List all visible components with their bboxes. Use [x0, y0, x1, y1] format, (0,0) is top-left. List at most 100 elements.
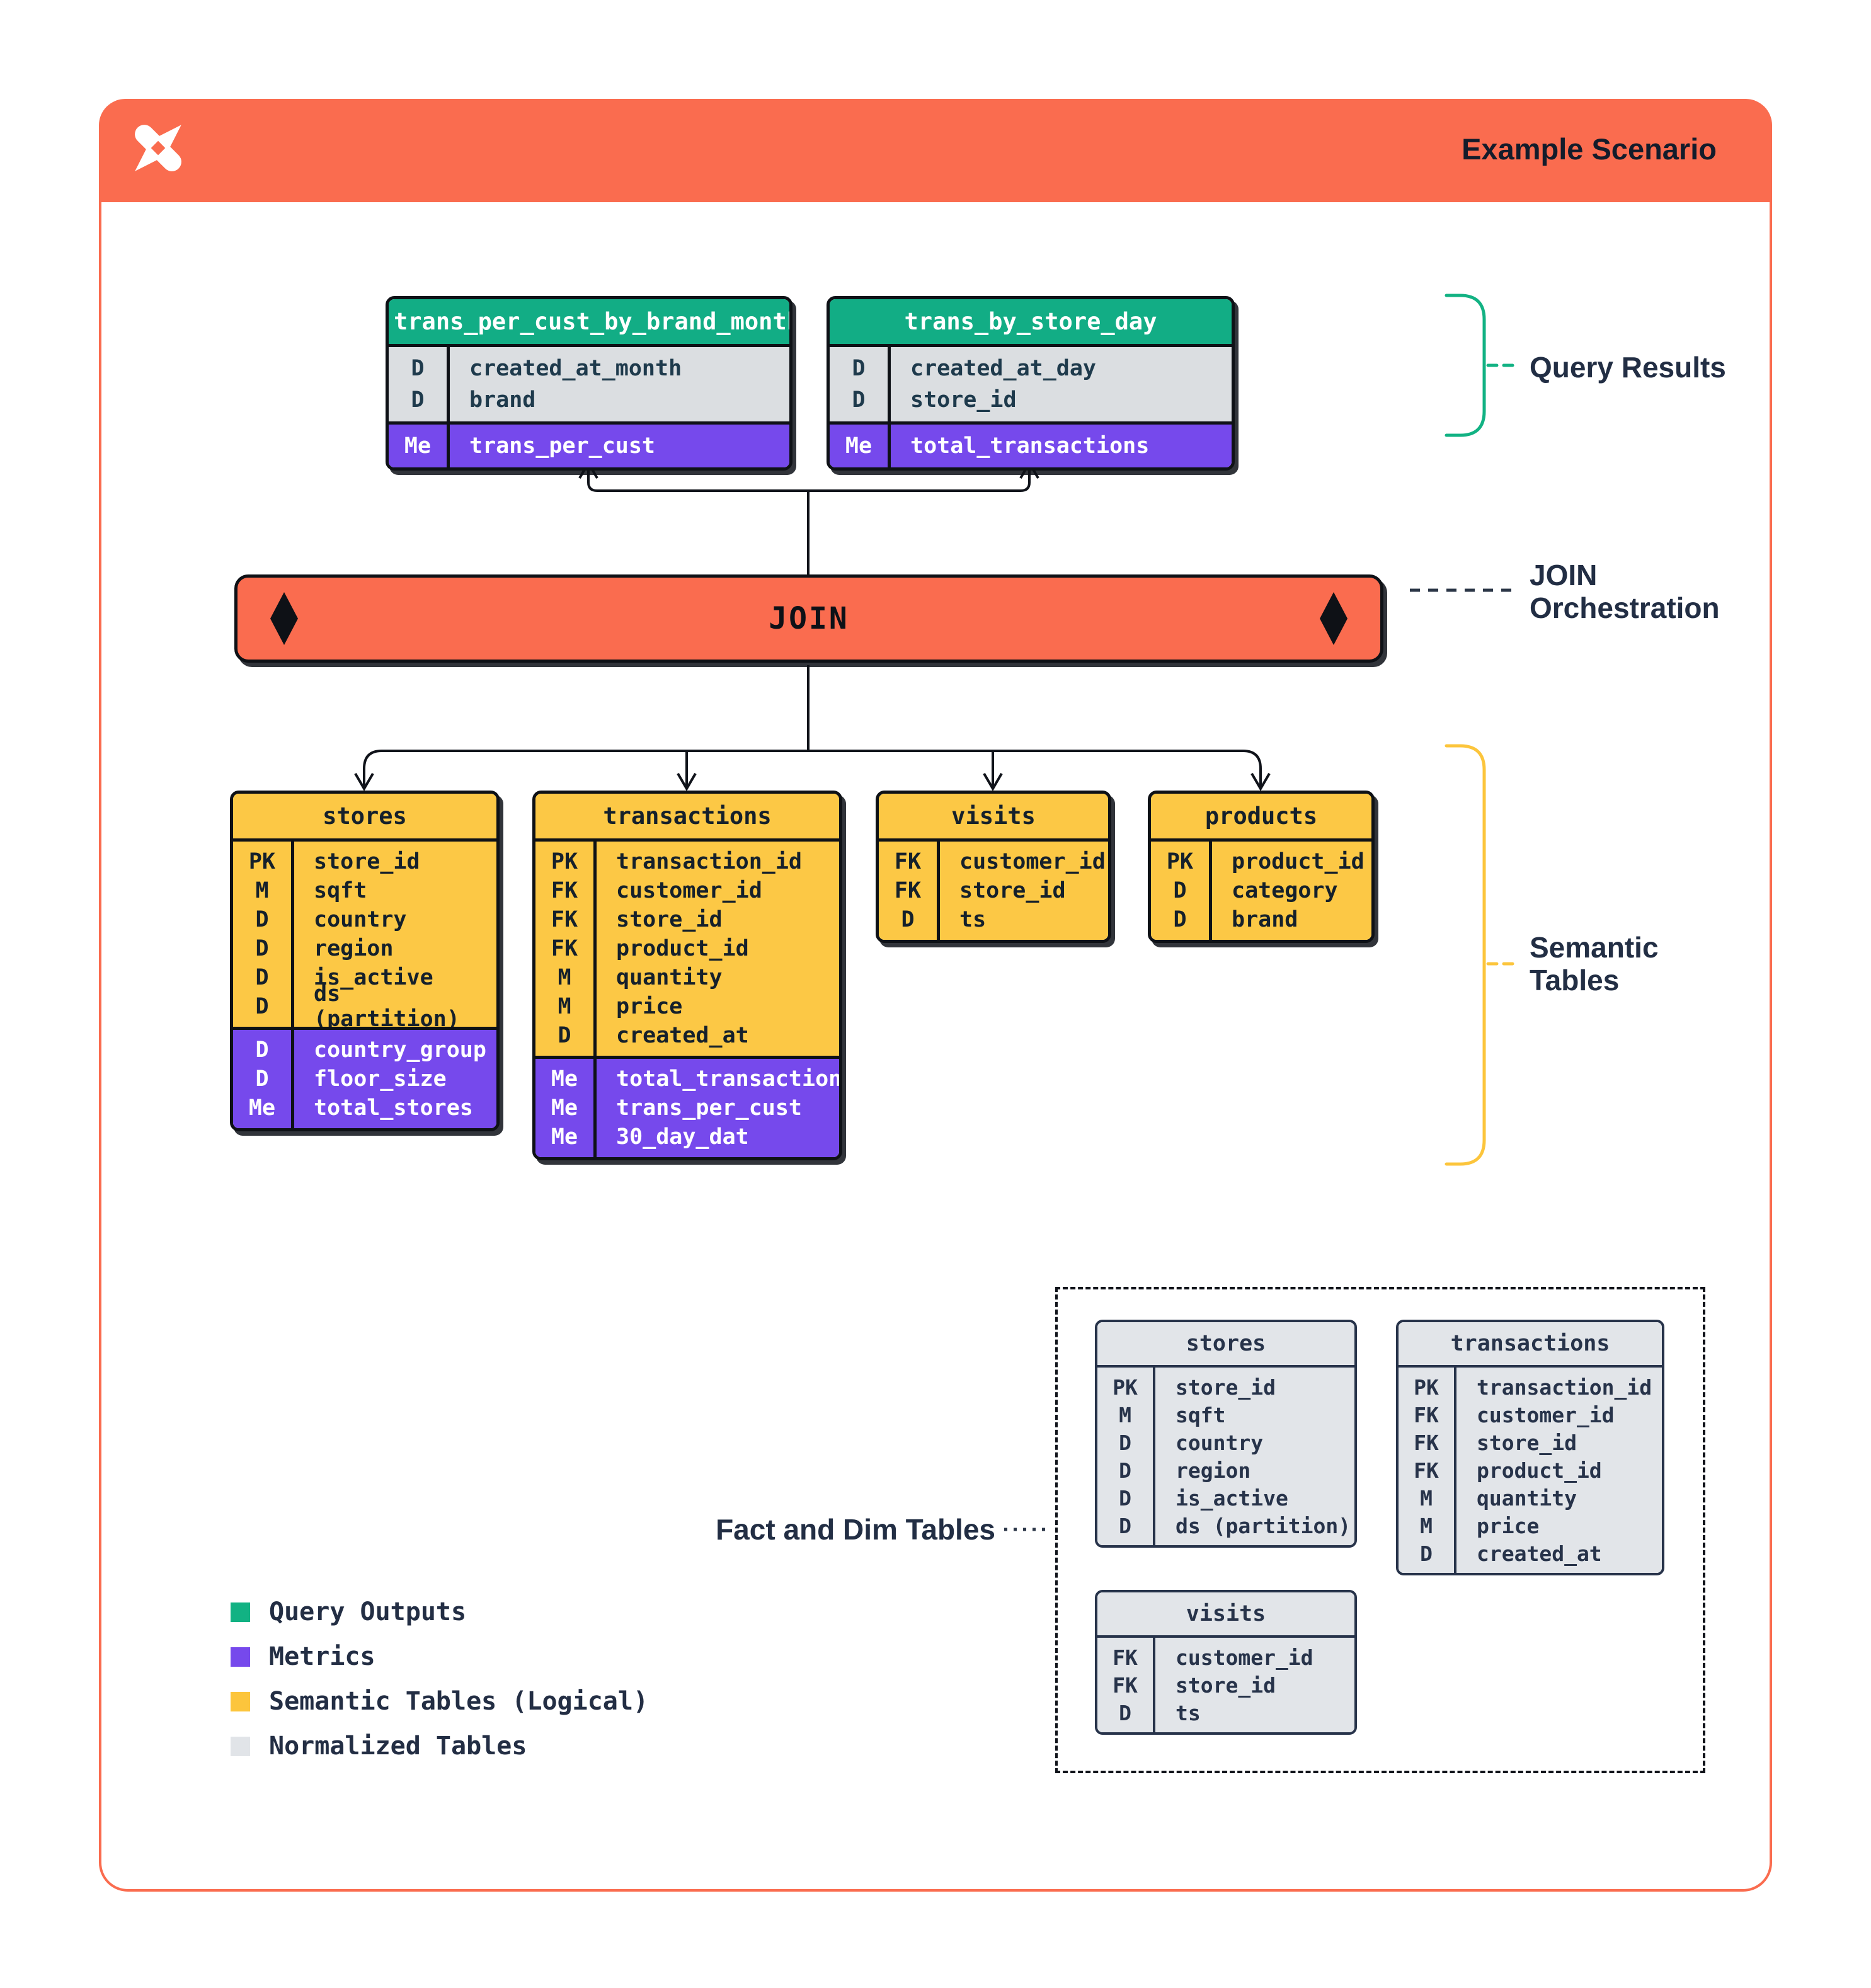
field-name: is_active — [314, 965, 433, 990]
field-key: PK — [1414, 1374, 1439, 1400]
legend-label: Normalized Tables — [269, 1732, 527, 1761]
page-title: Example Scenario — [1462, 132, 1717, 166]
field-key: FK — [1414, 1458, 1439, 1483]
field-key: D — [1119, 1700, 1131, 1725]
field-key: Me — [845, 433, 873, 459]
field-key: D — [411, 356, 425, 381]
field-key: D — [411, 387, 425, 413]
legend-item: Semantic Tables (Logical) — [231, 1687, 648, 1716]
field-key: D — [255, 1037, 269, 1063]
legend-swatch — [231, 1647, 250, 1667]
field-name: customer_id — [616, 878, 762, 903]
field-key: Me — [248, 1095, 276, 1121]
table-title: products — [1151, 794, 1371, 842]
field-name: floor_size — [314, 1066, 447, 1092]
field-name: transaction_id — [616, 849, 803, 874]
field-name: trans_per_cust — [616, 1095, 803, 1121]
field-name: store_id — [910, 387, 1017, 413]
field-key: D — [1119, 1485, 1131, 1511]
field-name: quantity — [616, 965, 723, 990]
field-name: trans_per_cust — [469, 433, 656, 459]
field-name: sqft — [1176, 1402, 1226, 1427]
field-name: ts — [959, 907, 987, 932]
pinwheel-x-logo — [135, 125, 181, 171]
fact-dim-label: Fact and Dim Tables — [716, 1513, 995, 1546]
field-key: Me — [551, 1095, 578, 1121]
field-key: FK — [1414, 1430, 1439, 1455]
field-key: D — [901, 907, 915, 932]
field-key: D — [255, 907, 269, 932]
field-name: ts — [1176, 1700, 1201, 1725]
field-name: created_at — [616, 1023, 749, 1048]
field-key: D — [1420, 1541, 1433, 1566]
table-title: transactions — [535, 794, 839, 842]
field-key: D — [1119, 1430, 1131, 1455]
field-key: D — [255, 1066, 269, 1092]
field-key: M — [558, 965, 571, 990]
field-name: region — [314, 936, 394, 961]
legend-swatch — [231, 1736, 250, 1756]
field-key: Me — [551, 1124, 578, 1150]
field-name: store_id — [1176, 1374, 1276, 1400]
field-name: store_id — [1176, 1672, 1276, 1698]
field-name: category — [1232, 878, 1338, 903]
field-key: PK — [1166, 849, 1194, 874]
table-row: PK transaction_id — [535, 847, 839, 876]
field-key: D — [255, 994, 269, 1019]
field-key: FK — [551, 907, 578, 932]
field-key: D — [1173, 907, 1187, 932]
field-name: sqft — [314, 878, 367, 903]
legend-item: Metrics — [231, 1642, 648, 1671]
field-name: country_group — [314, 1037, 486, 1063]
table-title: trans_per_cust_by_brand_month — [389, 299, 789, 347]
field-name: brand — [1232, 907, 1298, 932]
field-key: FK — [1113, 1645, 1138, 1670]
field-name: ds (partition) — [314, 981, 460, 1032]
table-title: stores — [233, 794, 496, 842]
field-key: PK — [248, 849, 276, 874]
field-key: D — [255, 965, 269, 990]
field-key: PK — [551, 849, 578, 874]
field-key: FK — [894, 878, 922, 903]
field-key: Me — [551, 1066, 578, 1092]
field-name: customer_id — [1477, 1402, 1615, 1427]
join-label: JOIN — [769, 601, 849, 636]
table-title: trans_by_store_day — [830, 299, 1232, 347]
